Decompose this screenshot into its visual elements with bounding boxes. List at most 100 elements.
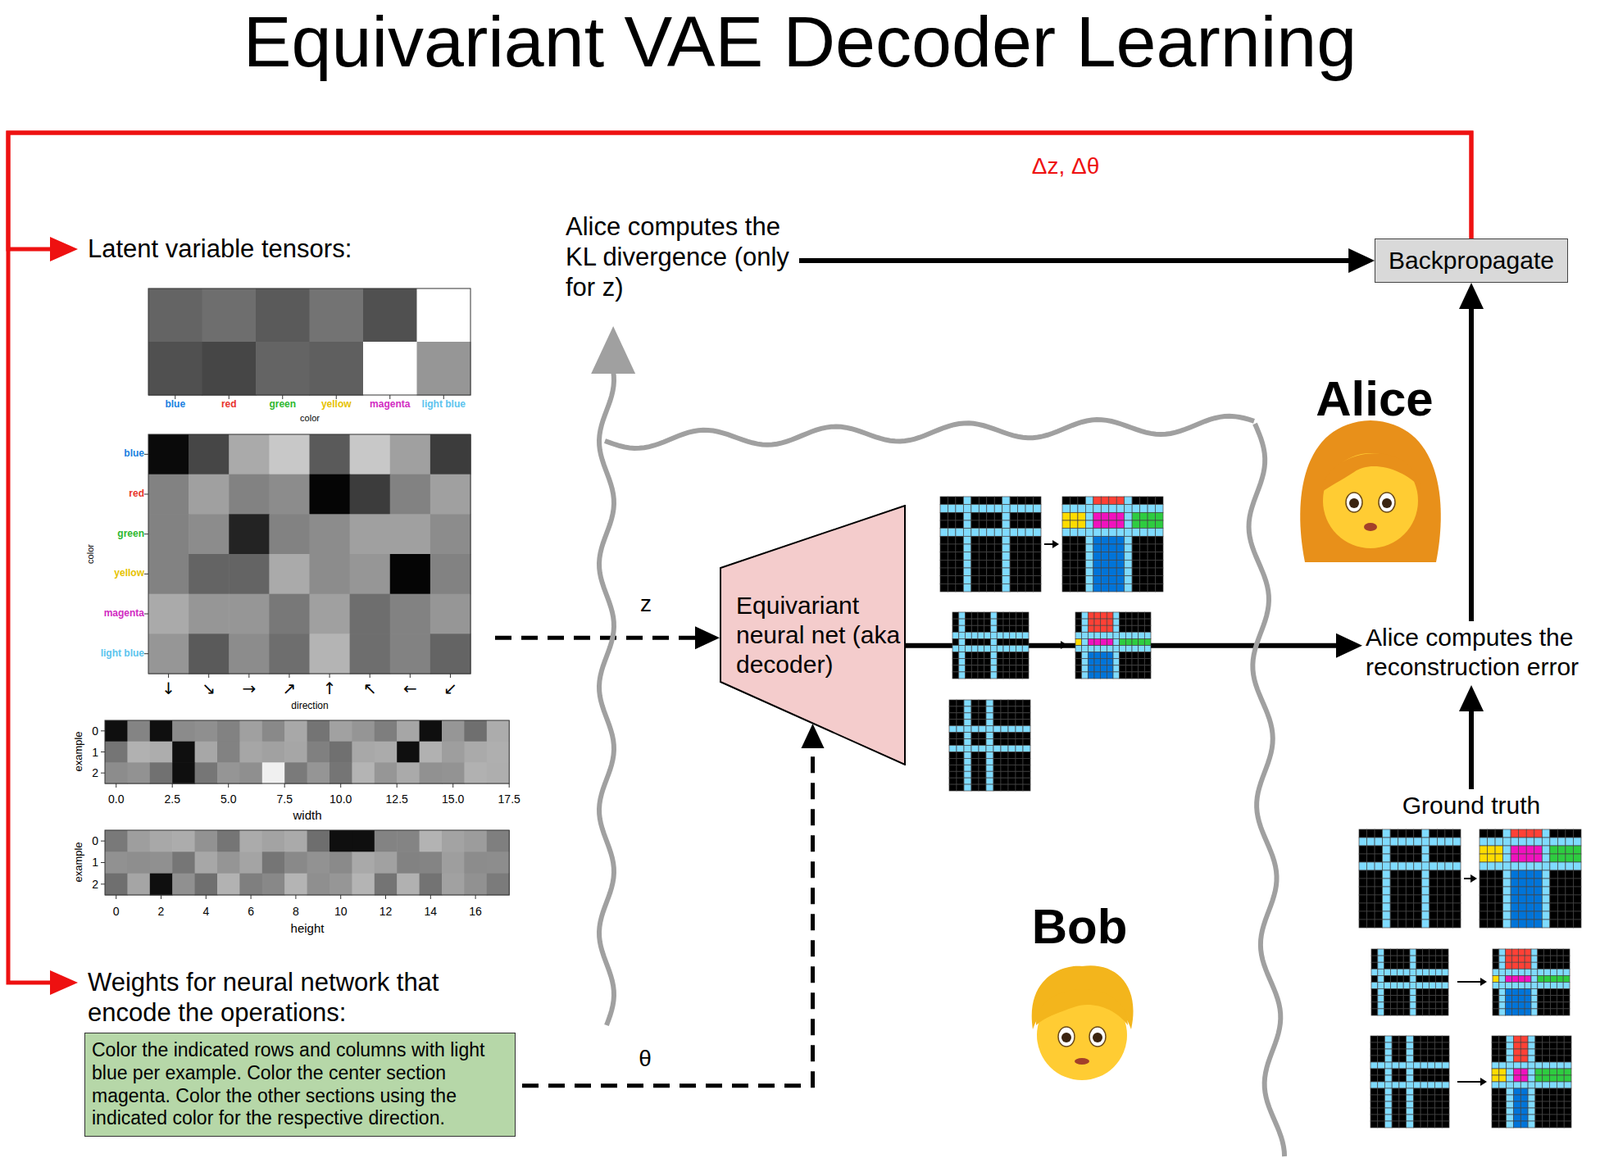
pixel — [1124, 536, 1132, 545]
pixel — [1441, 1009, 1449, 1016]
pixel — [1094, 631, 1101, 639]
pixel — [1413, 1081, 1421, 1089]
pixel — [1131, 659, 1139, 666]
pixel — [978, 568, 987, 577]
pixel — [955, 504, 964, 514]
pixel — [1563, 1121, 1572, 1128]
axis-tick — [369, 673, 371, 678]
pixel — [947, 583, 955, 592]
pixel — [1550, 870, 1559, 879]
pixel — [952, 618, 960, 626]
pixel — [1556, 1081, 1564, 1089]
pixel — [1427, 1055, 1436, 1063]
pixel — [1518, 968, 1525, 976]
pixel — [986, 576, 995, 585]
pixel — [996, 612, 1004, 619]
connector — [522, 723, 825, 1087]
pixel — [1520, 1121, 1528, 1128]
axis-tick — [100, 883, 105, 885]
pixel — [1033, 528, 1041, 537]
pixel — [1445, 837, 1454, 846]
pixel — [1390, 1002, 1398, 1010]
pixel — [1550, 886, 1559, 896]
pixel — [1512, 955, 1519, 963]
pixel — [1008, 739, 1016, 746]
pixel — [1018, 583, 1026, 592]
pixel — [1510, 895, 1519, 904]
pixel — [1109, 512, 1117, 521]
tick-label: 15.0 — [441, 792, 464, 806]
pixel — [1100, 536, 1109, 545]
pixel — [1429, 995, 1437, 1003]
pixel — [1370, 1121, 1378, 1128]
pixel — [1382, 845, 1391, 855]
pixel — [1421, 911, 1430, 920]
pixel — [1499, 1062, 1507, 1069]
pixel — [1427, 1114, 1436, 1122]
pixel — [1106, 638, 1114, 646]
pixel — [971, 732, 979, 740]
pixel — [1140, 552, 1148, 561]
pixel — [1563, 989, 1570, 996]
pixel — [940, 583, 948, 592]
pixel — [1100, 625, 1108, 632]
pixel — [1503, 903, 1512, 912]
pixel — [1563, 1009, 1570, 1016]
pixel — [978, 771, 987, 778]
pixel — [956, 700, 964, 707]
pixel — [993, 719, 1001, 727]
pixel — [947, 496, 955, 505]
pixel — [1557, 886, 1566, 896]
axis-tick — [340, 895, 341, 900]
pixel — [1015, 745, 1023, 753]
pixel — [1535, 1049, 1543, 1056]
pixel — [1527, 1062, 1536, 1069]
pixel — [952, 672, 960, 679]
pixel — [1422, 968, 1430, 976]
pixel — [1556, 1055, 1564, 1063]
pixel — [990, 638, 998, 646]
pixel — [1556, 982, 1564, 990]
pixel — [1399, 1088, 1407, 1096]
pixel — [1479, 837, 1488, 846]
pixel — [1374, 837, 1383, 846]
axis-tick — [115, 895, 117, 900]
pixel — [1503, 870, 1512, 879]
pixel — [1427, 1042, 1436, 1050]
pixel — [1526, 886, 1535, 896]
pixel — [1499, 975, 1506, 982]
pixel — [965, 618, 973, 626]
pixel — [1384, 1108, 1392, 1115]
pixel — [1565, 911, 1574, 920]
pixel — [1022, 659, 1029, 666]
eye-pupil — [1092, 1032, 1103, 1043]
pixel — [1510, 911, 1519, 920]
pixel — [1491, 1055, 1500, 1063]
pixel — [1022, 784, 1031, 791]
pixel — [1506, 1055, 1514, 1063]
pixel — [994, 504, 1002, 514]
pixel — [1427, 1101, 1436, 1109]
pixel — [1524, 1002, 1532, 1010]
pixel — [1124, 512, 1132, 521]
pixel — [990, 625, 998, 632]
pixel — [1556, 955, 1564, 963]
pixel — [1403, 982, 1410, 990]
pixel — [1138, 618, 1146, 626]
pixel — [1009, 559, 1018, 569]
pixel — [1371, 1002, 1378, 1010]
pixel — [1062, 583, 1070, 592]
pixel — [1077, 568, 1086, 577]
heat-cell — [268, 474, 310, 515]
pixel — [984, 625, 991, 632]
pixel — [1413, 870, 1423, 879]
pixel — [978, 706, 987, 714]
pixel — [1359, 919, 1368, 928]
pixel — [1421, 878, 1430, 887]
pixel — [1527, 1108, 1536, 1115]
tick-label: 10.0 — [329, 792, 352, 806]
heat-cell — [228, 474, 270, 515]
pixel — [984, 652, 991, 660]
connector-line — [1468, 703, 1474, 790]
